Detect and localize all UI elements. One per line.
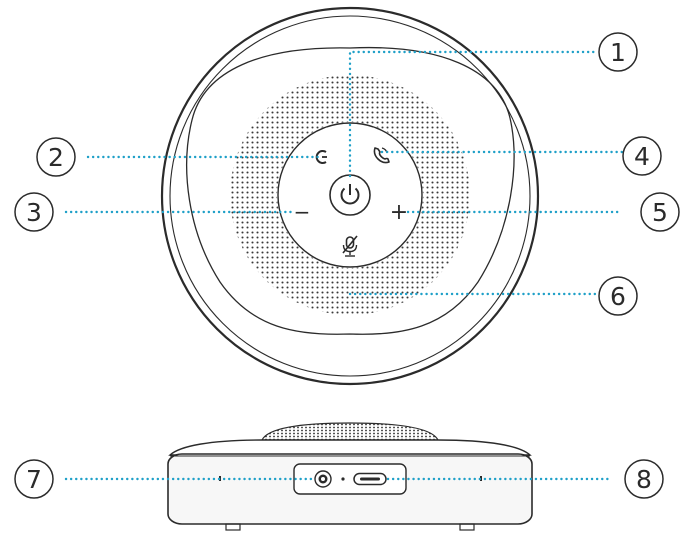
callout-6-label: 6: [610, 282, 626, 311]
callout-4-label: 4: [634, 142, 650, 171]
callout-2: 2: [36, 137, 76, 177]
mic-hole-right: [480, 476, 482, 481]
side-view: [167, 422, 533, 531]
mute-button[interactable]: [342, 235, 358, 257]
power-button[interactable]: [329, 174, 371, 216]
callout-8-label: 8: [636, 465, 652, 494]
callout-7-label: 7: [26, 465, 42, 494]
callout-6: 6: [598, 276, 638, 316]
aux-port[interactable]: [314, 470, 332, 488]
leader-lines: [64, 50, 624, 481]
usb-c-port[interactable]: [353, 472, 387, 486]
plus-glyph: +: [390, 200, 408, 225]
foot-left: [225, 523, 241, 531]
minus-glyph: −: [294, 200, 311, 224]
callout-5-label: 5: [652, 198, 668, 227]
volume-up-button[interactable]: +: [390, 200, 408, 225]
callout-1-label: 1: [610, 38, 626, 67]
callout-2-label: 2: [48, 143, 64, 172]
callout-5: 5: [640, 192, 680, 232]
outer-rim: [160, 6, 540, 386]
side-top-cap: [168, 439, 532, 456]
top-plate: [186, 46, 515, 335]
callout-8: 8: [624, 459, 664, 499]
foot-right: [459, 523, 475, 531]
mic-mute-icon: [342, 235, 358, 257]
callout-3: 3: [14, 192, 54, 232]
volume-down-button[interactable]: −: [294, 200, 311, 224]
callout-7: 7: [14, 459, 54, 499]
leader-1: [348, 50, 600, 178]
outer-rim-inner: [169, 15, 531, 377]
callout-1: 1: [598, 32, 638, 72]
power-icon: [340, 184, 360, 205]
callout-badges: 1 2 3 4 5 6 7 8: [14, 32, 680, 499]
top-view: − +: [160, 6, 540, 386]
side-grille-dome: [261, 422, 439, 441]
callout-4: 4: [622, 136, 662, 176]
status-pinhole: [341, 477, 345, 481]
callout-3-label: 3: [26, 198, 42, 227]
